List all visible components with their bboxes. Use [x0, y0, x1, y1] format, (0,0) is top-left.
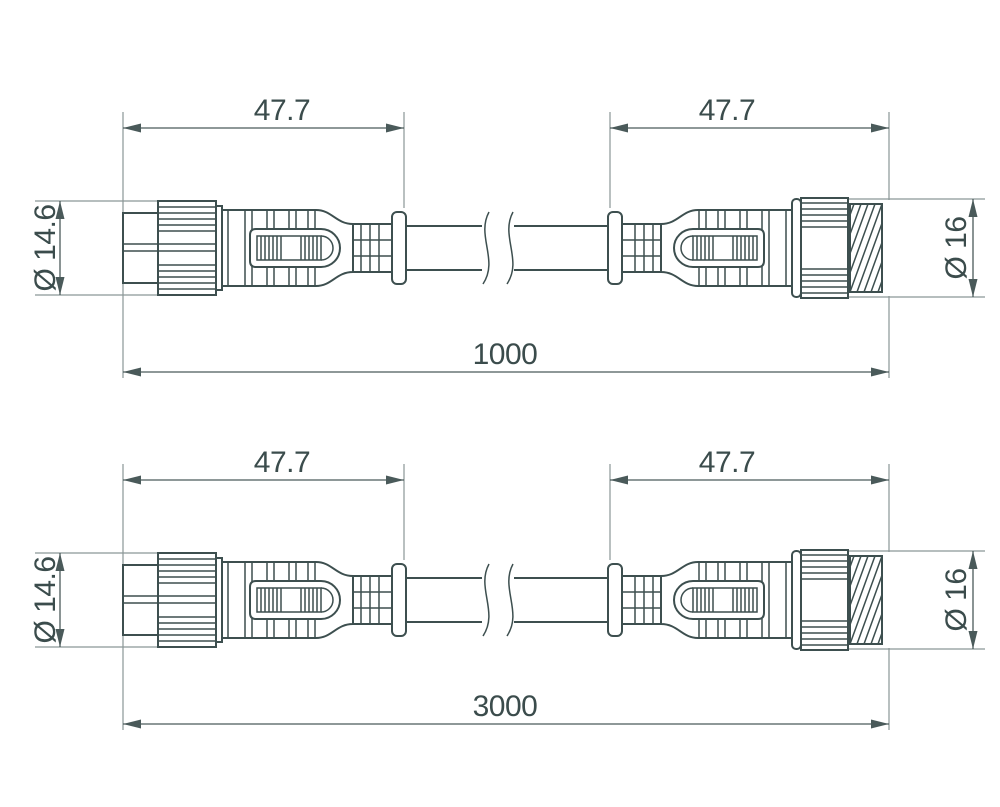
view-bottom: 47.7 47.7 3000 Ø 14.6 Ø 16 — [29, 446, 986, 731]
bottom-dim-diameter-left: Ø 14.6 — [29, 556, 62, 643]
bottom-dim-total-length: 3000 — [473, 690, 538, 723]
top-dim-connector-right: 47.7 — [699, 94, 755, 127]
top-cable-assembly — [123, 198, 882, 298]
top-dim-diameter-right: Ø 16 — [940, 216, 973, 279]
bottom-dim-connector-left: 47.7 — [254, 446, 310, 479]
top-dim-total-length: 1000 — [473, 338, 538, 371]
bottom-cable-assembly — [123, 550, 882, 650]
bottom-dim-connector-right: 47.7 — [699, 446, 755, 479]
bottom-dim-diameter-right: Ø 16 — [940, 568, 973, 631]
top-dim-diameter-left: Ø 14.6 — [29, 204, 62, 291]
view-top: 47.7 47.7 1000 Ø 14.6 Ø 16 — [29, 94, 986, 379]
top-dim-connector-left: 47.7 — [254, 94, 310, 127]
